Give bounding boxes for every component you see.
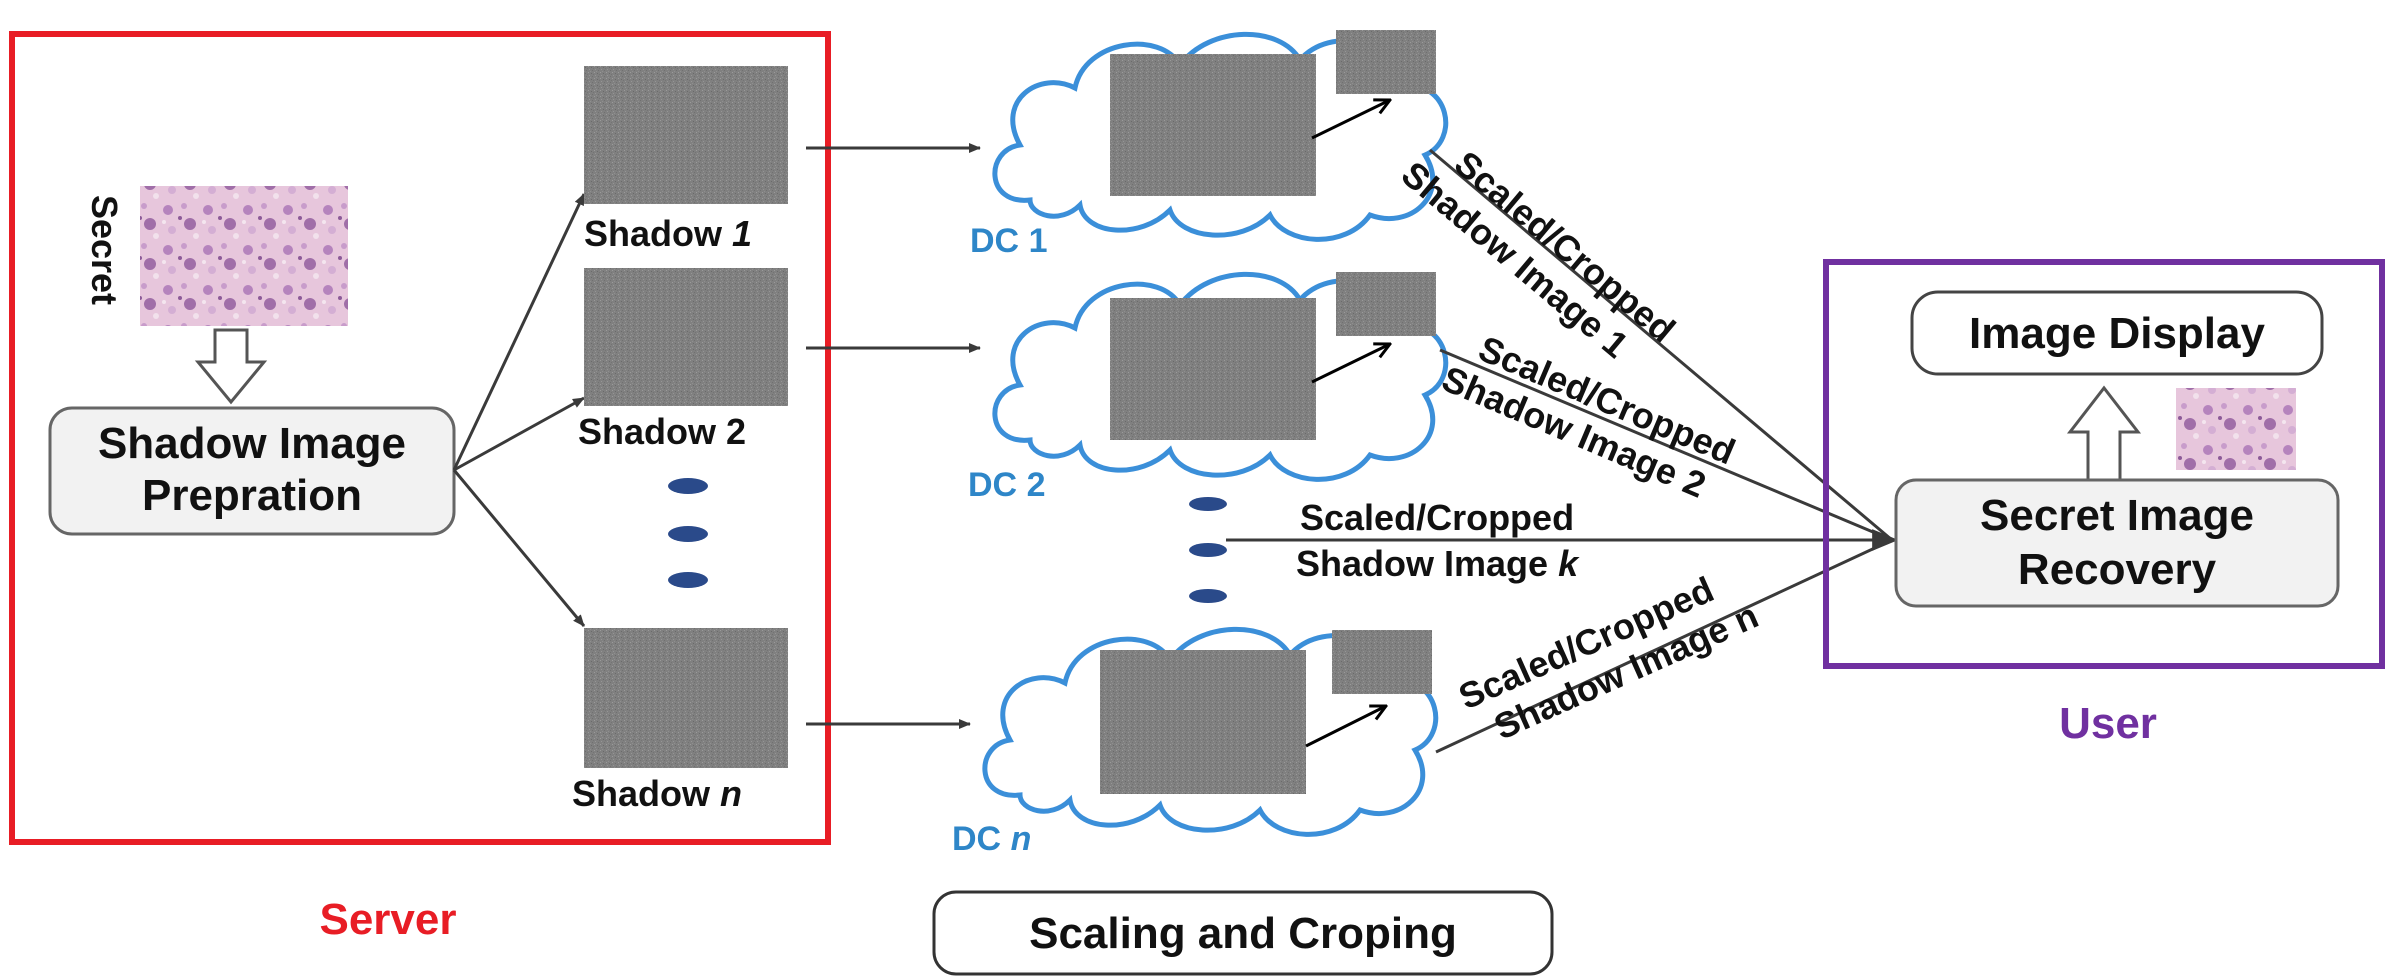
dc-2-label: DC 2 (968, 466, 1045, 504)
shadow-image-preparation-box: Shadow Image Prepration (48, 406, 456, 536)
dc-n-shadow-image (1100, 650, 1306, 794)
secret-label: Secret (84, 195, 125, 305)
dc-2-shadow-image (1110, 298, 1316, 440)
recovery-line-2: Recovery (2018, 545, 2217, 594)
shadow-2-image (584, 268, 788, 406)
shadow-1-label: Shadow 1 (584, 213, 752, 254)
recovery-line-1: Secret Image (1980, 491, 2254, 540)
dc-1-cloud: DC 1 (970, 30, 1449, 260)
arrow-dc-1-to-recovery (1429, 148, 1893, 542)
image-display-label: Image Display (1969, 309, 2265, 358)
arrow-prep-to-shadow-1 (452, 193, 586, 471)
dc-n-cropped-image (1332, 630, 1432, 694)
dc-ellipsis-dots (1189, 497, 1227, 603)
recovered-image (2176, 388, 2296, 470)
dc-n-scale-arrow-icon (1305, 706, 1386, 748)
link-n-text: Scaled/Cropped Shadow Image n (1453, 556, 1765, 755)
dc-1-shadow-image (1110, 54, 1316, 196)
dc-2-scale-arrow-icon (1311, 344, 1390, 384)
hollow-up-arrow-icon (2066, 385, 2142, 484)
secret-image (140, 186, 348, 326)
shadow-2-label: Shadow 2 (578, 411, 746, 452)
user-box (1823, 259, 2385, 669)
scaling-and-cropping-box: Scaling and Croping (932, 890, 1554, 976)
server-caption: Server (319, 895, 456, 944)
dc-n-label: DC n (952, 820, 1031, 858)
dc-1-label: DC 1 (970, 222, 1047, 260)
prep-line-1: Shadow Image (98, 419, 406, 468)
arrow-dc-2-to-recovery (1439, 348, 1893, 542)
dc-n-cloud: DC n (952, 626, 1439, 858)
image-display-box: Image Display (1910, 290, 2324, 376)
dc-1-scale-arrow-icon (1311, 100, 1390, 140)
arrow-prep-to-shadow-n (452, 469, 586, 627)
hollow-down-arrow-icon (194, 328, 268, 405)
dc-2-cloud: DC 2 (968, 271, 1449, 504)
prep-line-2: Prepration (142, 471, 362, 520)
arrow-dc-n-to-recovery (1435, 538, 1893, 754)
secret-image-recovery-box: Secret Image Recovery (1894, 478, 2340, 608)
shadow-1-image (584, 66, 788, 204)
dc-1-cropped-image (1336, 30, 1436, 94)
server-box (9, 31, 831, 845)
shadow-n-image (584, 628, 788, 768)
shadow-n-label: Shadow n (572, 773, 742, 814)
user-caption: User (2059, 699, 2157, 748)
dc-2-cropped-image (1336, 272, 1436, 336)
link-k-text: Scaled/Cropped Shadow Image k (1296, 497, 1584, 584)
scaling-caption: Scaling and Croping (1029, 909, 1457, 958)
ellipsis-dots (668, 478, 708, 588)
arrow-prep-to-shadow-2 (453, 396, 585, 472)
